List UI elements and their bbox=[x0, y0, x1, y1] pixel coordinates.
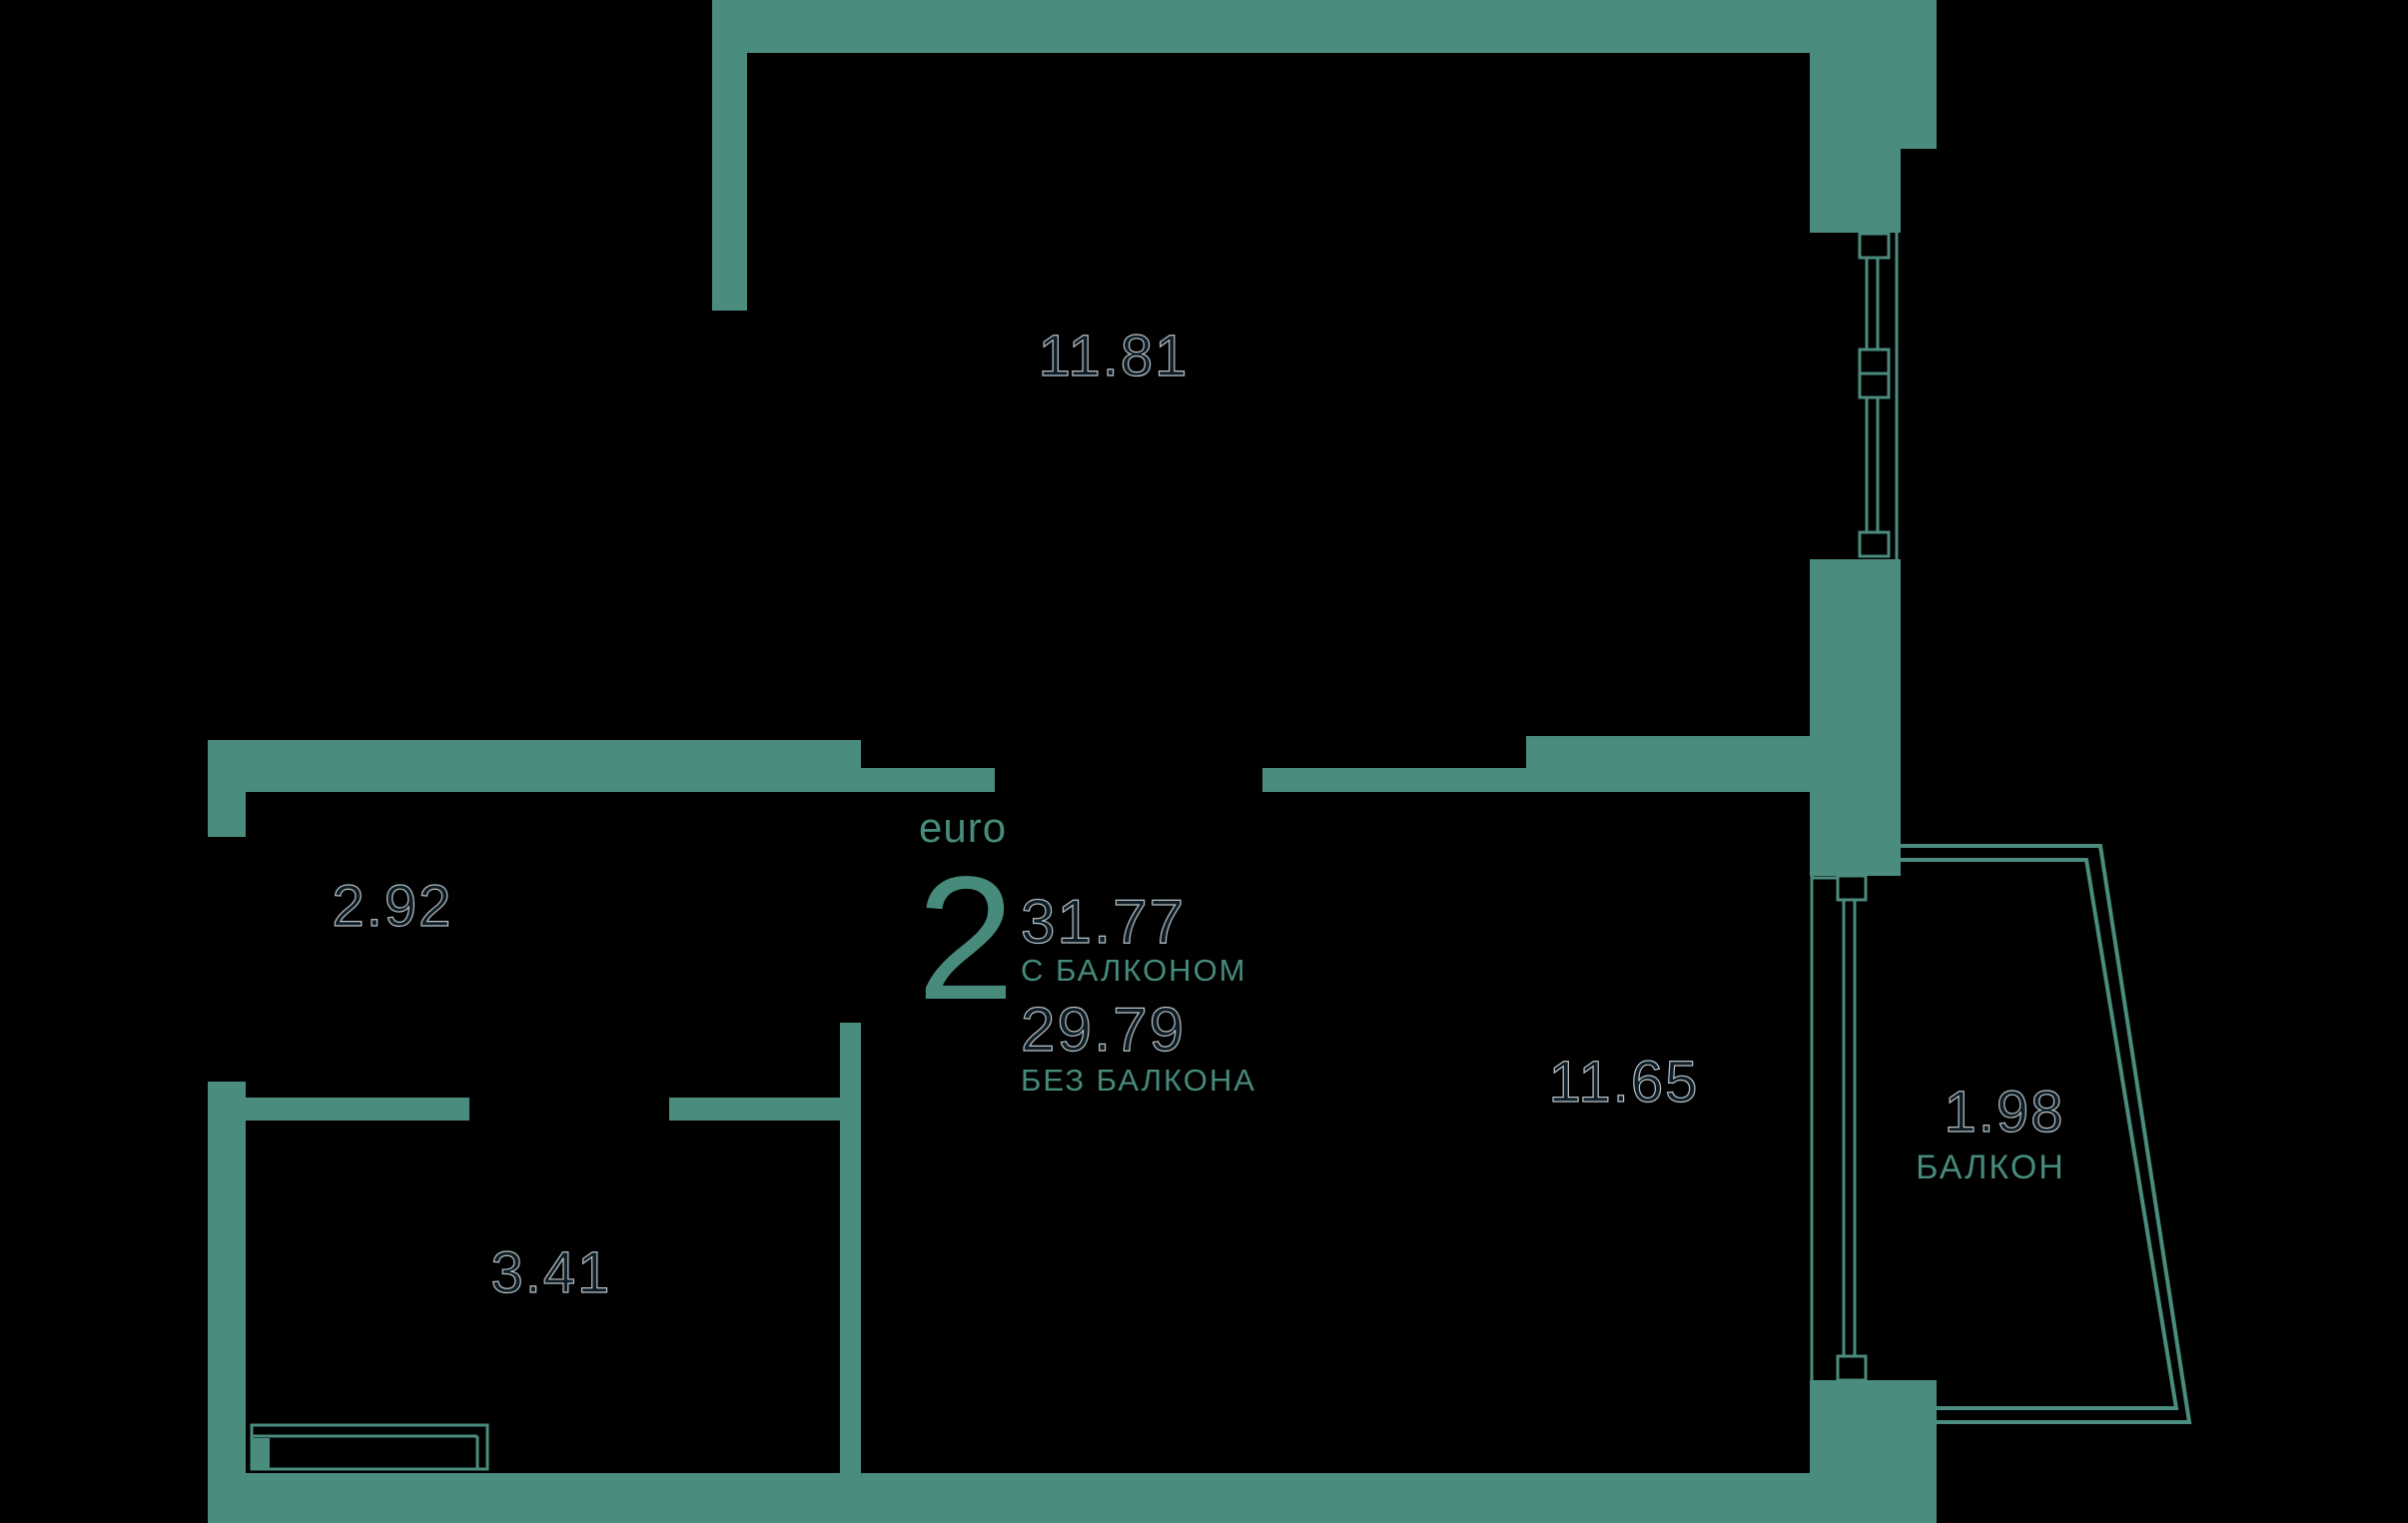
wall-mid-upper bbox=[1526, 736, 1810, 768]
room-label-hallway: 2.92 bbox=[332, 874, 453, 939]
balcony-outline bbox=[1901, 844, 2192, 1424]
wall-bathroom-top-left bbox=[246, 1098, 469, 1121]
window-bathroom-icon bbox=[250, 1423, 489, 1471]
wall-bottom bbox=[208, 1473, 1810, 1523]
format-label: euro bbox=[919, 804, 1008, 851]
room-label-kitchen-living: 11.65 bbox=[1548, 1050, 1700, 1115]
wall-top-room-left bbox=[712, 53, 747, 311]
wall-top-right-corner bbox=[1810, 53, 1937, 149]
wall-bathroom-top-right bbox=[669, 1098, 840, 1121]
with-balcony-label: С БАЛКОНОМ bbox=[1021, 953, 1247, 988]
room-label-balcony-word: БАЛКОН bbox=[1916, 1148, 2065, 1186]
room-label-bathroom: 3.41 bbox=[490, 1240, 612, 1305]
wall-left-lower bbox=[208, 1082, 246, 1473]
wall-mid-thick bbox=[208, 740, 861, 792]
without-balcony-label: БЕЗ БАЛКОНА bbox=[1021, 1063, 1256, 1098]
wall-right-pier bbox=[1810, 559, 1901, 876]
area-with-balcony-value: 31.77 bbox=[1020, 888, 1187, 957]
room-label-top: 11.81 bbox=[1038, 324, 1190, 388]
window-balcony-door-icon bbox=[1810, 874, 1868, 1382]
wall-mid-thin-right bbox=[1262, 768, 1810, 792]
wall-bottom-right-corner bbox=[1810, 1380, 1937, 1523]
walls-group bbox=[208, 0, 1937, 1523]
wall-top bbox=[712, 0, 1937, 53]
wall-top-right-step bbox=[1810, 149, 1901, 233]
wall-partition-vertical bbox=[840, 1023, 861, 1473]
wall-mid-thin-left bbox=[861, 768, 995, 792]
wall-left-upper bbox=[208, 792, 246, 837]
rooms-number: 2 bbox=[917, 841, 1015, 1037]
room-label-balcony-area: 1.98 bbox=[1944, 1080, 2065, 1144]
area-without-balcony-value: 29.79 bbox=[1020, 996, 1187, 1065]
window-top-room-icon bbox=[1858, 232, 1899, 559]
